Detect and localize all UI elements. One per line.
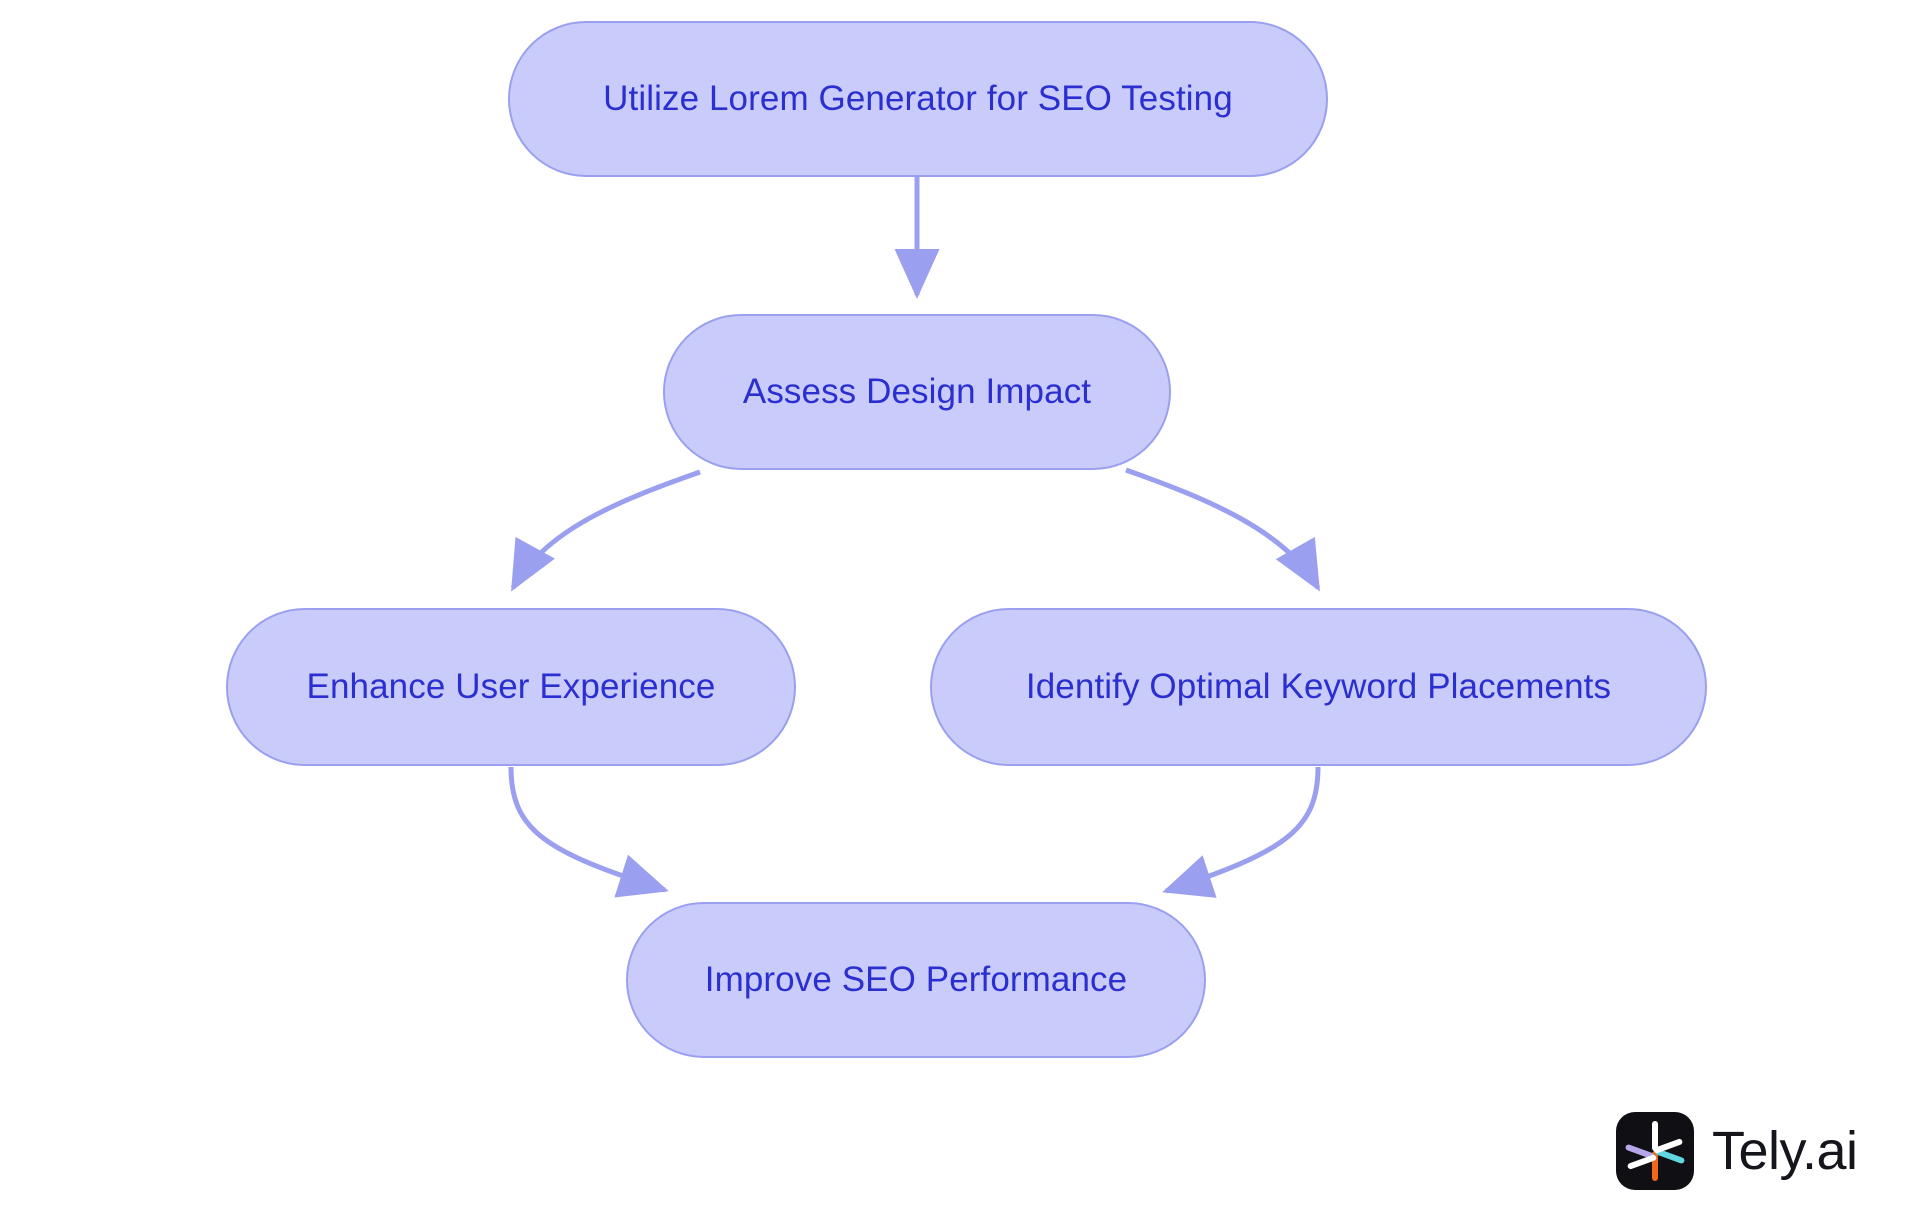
tely-logo-icon — [1616, 1112, 1694, 1190]
edge-keywords-to-seo — [1162, 766, 1321, 898]
node-enhance-user-experience[interactable]: Enhance User Experience — [226, 608, 796, 766]
node-label: Improve SEO Performance — [704, 959, 1128, 999]
node-label: Enhance User Experience — [306, 666, 716, 706]
logo-spoke-top — [1652, 1121, 1658, 1151]
node-identify-optimal-keyword-placements[interactable]: Identify Optimal Keyword Placements — [930, 608, 1707, 766]
node-label: Identify Optimal Keyword Placements — [1025, 666, 1612, 706]
edge-assess-to-keywords — [1125, 467, 1321, 592]
tely-ai-branding: Tely.ai — [1616, 1112, 1858, 1190]
edge-ux-to-seo — [508, 766, 669, 898]
node-utilize-lorem-generator-for-seo-testing[interactable]: Utilize Lorem Generator for SEO Testing — [508, 21, 1328, 177]
logo-spoke-bottom — [1652, 1151, 1658, 1181]
tely-ai-wordmark: Tely.ai — [1712, 1121, 1858, 1181]
node-label: Utilize Lorem Generator for SEO Testing — [603, 78, 1233, 118]
node-assess-design-impact[interactable]: Assess Design Impact — [663, 314, 1171, 470]
edge-assess-to-ux — [510, 469, 701, 592]
node-improve-seo-performance[interactable]: Improve SEO Performance — [626, 902, 1206, 1058]
node-label: Assess Design Impact — [742, 371, 1092, 411]
